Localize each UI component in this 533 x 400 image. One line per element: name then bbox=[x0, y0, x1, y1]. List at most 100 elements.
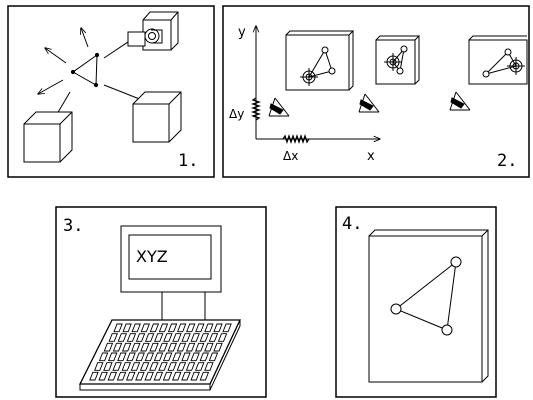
keyboard-icon bbox=[78, 319, 242, 391]
keyboard-key bbox=[171, 371, 182, 381]
keyboard-key bbox=[89, 371, 99, 381]
x-spring-icon bbox=[282, 133, 310, 145]
panel-1-frame bbox=[7, 5, 215, 178]
keyboard-key bbox=[190, 352, 200, 362]
mini-camera-icon-2 bbox=[358, 93, 380, 113]
keyboard-key bbox=[103, 362, 113, 371]
keyboard-key bbox=[116, 371, 127, 381]
keyboard-key bbox=[190, 333, 200, 342]
keyboard-key bbox=[130, 362, 141, 371]
keyboard-key bbox=[149, 323, 160, 333]
keyboard-key bbox=[140, 323, 151, 333]
keyboard-key bbox=[176, 323, 187, 333]
keyboard-key bbox=[153, 371, 164, 381]
keyboard-key bbox=[158, 362, 168, 371]
panel-4-number: 4. bbox=[342, 214, 362, 234]
keyboard-key bbox=[139, 362, 150, 371]
axes: y x bbox=[238, 25, 380, 164]
keyboard-key bbox=[135, 352, 145, 362]
keyboard-key bbox=[122, 323, 132, 333]
keyboard-key bbox=[126, 352, 136, 362]
target-plate-2 bbox=[375, 34, 420, 85]
target-plate-1 bbox=[285, 29, 354, 91]
keyboard-key bbox=[167, 342, 178, 352]
keyboard-key bbox=[126, 333, 137, 342]
direction-arrows bbox=[38, 28, 89, 94]
keyboard-key bbox=[176, 362, 187, 371]
keyboard-key bbox=[167, 362, 177, 371]
x-axis-label: x bbox=[367, 149, 375, 164]
keyboard-key bbox=[149, 342, 159, 352]
keyboard-key bbox=[94, 362, 104, 371]
keyboard-key bbox=[135, 333, 146, 342]
panel-3: 3. XYZ bbox=[55, 206, 267, 398]
keyboard-key bbox=[162, 352, 173, 362]
y-axis-label: y bbox=[238, 25, 246, 40]
keyboard-key bbox=[199, 371, 210, 381]
keyboard-key bbox=[112, 362, 122, 371]
camera-icon bbox=[127, 11, 179, 51]
keyboard-key bbox=[172, 333, 182, 342]
keyboard-key bbox=[176, 342, 187, 352]
keyboard-key bbox=[190, 371, 200, 381]
keyboard-key bbox=[195, 323, 205, 333]
panel-2-number: 2. bbox=[497, 151, 517, 171]
delta-x-label: Δx bbox=[283, 149, 298, 163]
keyboard-key bbox=[149, 362, 159, 371]
keyboard-key bbox=[144, 333, 155, 342]
keyboard-key bbox=[117, 352, 127, 362]
keyboard-key bbox=[140, 342, 150, 352]
y-spring-icon bbox=[250, 97, 262, 121]
keyboard-key bbox=[135, 371, 145, 381]
keyboard-key bbox=[167, 323, 178, 333]
keyboard-key bbox=[172, 352, 182, 362]
keyboard-key bbox=[144, 352, 155, 362]
keyboard-key bbox=[121, 362, 132, 371]
keyboard-key bbox=[103, 342, 114, 352]
keyboard-key bbox=[125, 371, 136, 381]
keyboard-key bbox=[113, 323, 123, 333]
target-plate-3 bbox=[468, 35, 528, 85]
keyboard-key bbox=[194, 362, 205, 371]
keyboard-key bbox=[144, 371, 154, 381]
keyboard-key bbox=[181, 352, 191, 362]
keyboard-key bbox=[131, 342, 141, 352]
keyboard-key bbox=[213, 323, 223, 333]
mini-camera-icon-1 bbox=[268, 97, 290, 117]
keyboard-key bbox=[153, 352, 164, 362]
keyboard-key bbox=[107, 371, 118, 381]
keyboard-key bbox=[181, 371, 191, 381]
keyboard-key bbox=[185, 362, 196, 371]
keyboard-key bbox=[181, 333, 191, 342]
keyboard-key bbox=[204, 342, 214, 352]
keyboard-key bbox=[204, 362, 214, 371]
keyboard-key bbox=[213, 342, 223, 352]
panel-1: 1. bbox=[7, 5, 215, 178]
keyboard-key bbox=[131, 323, 141, 333]
panel-3-number: 3. bbox=[63, 216, 83, 236]
cube-right bbox=[132, 91, 182, 143]
keyboard-key bbox=[199, 333, 210, 342]
keyboard-key bbox=[158, 323, 169, 333]
keyboard-key bbox=[217, 333, 228, 342]
panel-4-frame bbox=[335, 206, 497, 398]
keyboard-key bbox=[208, 333, 219, 342]
cube-left bbox=[23, 111, 73, 163]
keyboard-key bbox=[204, 323, 214, 333]
keyboard-key bbox=[195, 342, 205, 352]
sightlines bbox=[56, 39, 143, 115]
panel-2: y x Δy Δx bbox=[222, 5, 530, 178]
panel-2-frame bbox=[222, 5, 530, 178]
monitor-icon: XYZ bbox=[120, 225, 222, 320]
keyboard-key bbox=[163, 333, 173, 342]
panel-4: 4. bbox=[335, 206, 497, 398]
measured-object-plate bbox=[368, 229, 489, 383]
keyboard-key bbox=[107, 352, 118, 362]
keyboard-key bbox=[158, 342, 168, 352]
mini-camera-icon-3 bbox=[449, 91, 471, 111]
keyboard-key bbox=[117, 333, 128, 342]
keyboard-key bbox=[185, 342, 196, 352]
delta-y-label: Δy bbox=[229, 107, 244, 121]
screen-text: XYZ bbox=[136, 247, 168, 266]
